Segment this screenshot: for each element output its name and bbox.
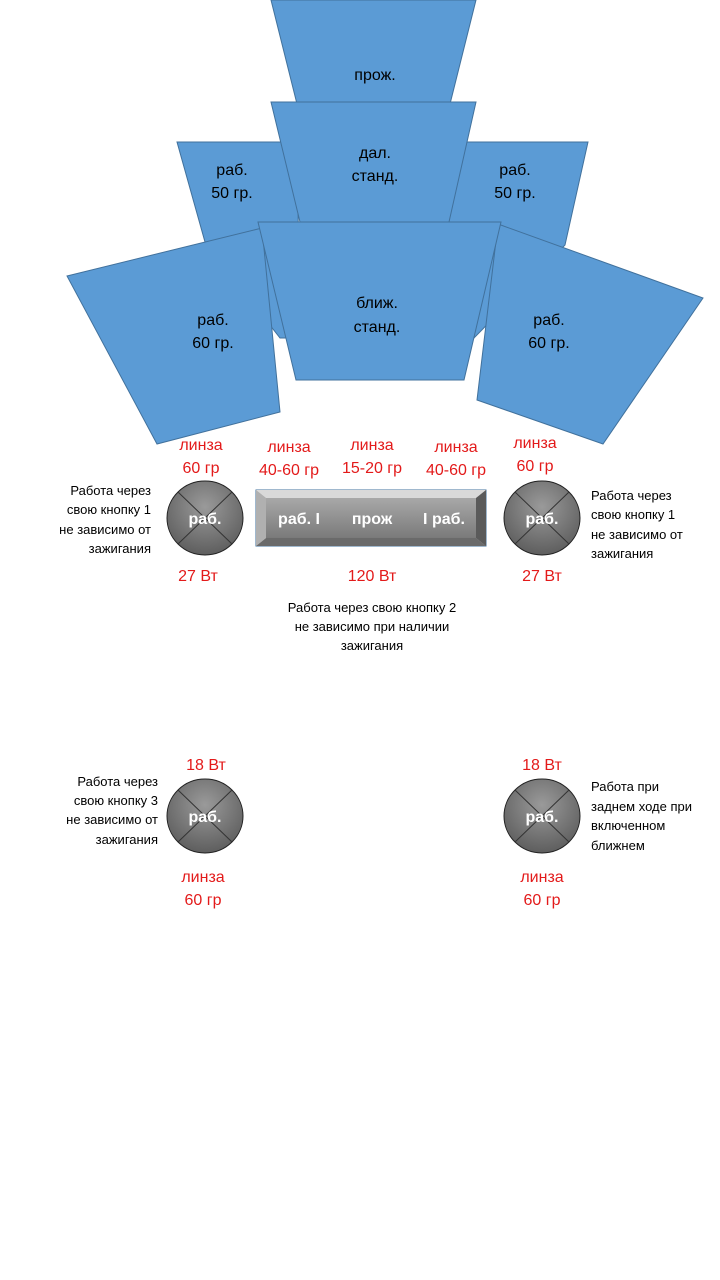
lens-label: линза	[179, 437, 222, 454]
note-line: Работа через	[77, 774, 158, 789]
note-line: не зависимо от	[66, 812, 158, 827]
beam-label: дал.	[359, 145, 391, 162]
note-line: Работа через	[591, 488, 672, 503]
beam-spot-label: прож.	[354, 67, 395, 84]
beam-label: станд.	[354, 319, 401, 336]
lamp-top-right: раб.	[503, 480, 581, 556]
note-line: Работа при	[591, 779, 659, 794]
lamp-label: раб.	[526, 809, 559, 826]
note-right: Работа через свою кнопку 1 не зависимо о…	[591, 488, 683, 561]
note-line: зажигания	[96, 832, 158, 847]
note-line: свою кнопку 3	[74, 793, 158, 808]
lens-label: линза	[513, 435, 556, 452]
light-bar: раб. I прож I раб.	[255, 489, 487, 547]
lamp-bottom-right: раб.	[503, 778, 581, 854]
lens-label: 15-20 гр	[342, 460, 402, 477]
lens-label: линза	[267, 439, 310, 456]
beam-label: раб.	[197, 312, 228, 329]
beam-high: дал. станд.	[270, 101, 477, 223]
lens-label: 40-60 гр	[426, 462, 486, 479]
lens-labels: линза 60 гр линза 40-60 гр линза 15-20 г…	[179, 435, 563, 909]
note-line: не зависимо при наличии	[295, 619, 450, 634]
lamp-label: раб.	[526, 511, 559, 528]
lens-label: линза	[434, 439, 477, 456]
bar-label-left: раб. I	[278, 511, 320, 528]
note-line: включенном	[591, 818, 665, 833]
lens-label: линза	[520, 869, 563, 886]
beam-label: 60 гр.	[528, 335, 569, 352]
lens-label: линза	[350, 437, 393, 454]
note-line: не зависимо от	[591, 527, 683, 542]
beam-work60-left: раб. 60 гр.	[66, 227, 281, 445]
power-label: 120 Вт	[348, 568, 397, 585]
bar-label-center: прож	[352, 511, 393, 528]
note-line: зажигания	[341, 638, 403, 653]
beam-label: раб.	[216, 162, 247, 179]
lens-label: линза	[181, 869, 224, 886]
note-bar: Работа через свою кнопку 2 не зависимо п…	[288, 600, 456, 653]
note-line: зажигания	[591, 546, 653, 561]
power-label: 18 Вт	[522, 757, 562, 774]
power-label: 27 Вт	[178, 568, 218, 585]
beam-spot: прож.	[270, 0, 477, 105]
note-line: свою кнопку 1	[591, 507, 675, 522]
beam-label: 50 гр.	[494, 185, 535, 202]
lamp-label: раб.	[189, 809, 222, 826]
lens-label: 60 гр	[524, 892, 561, 909]
power-label: 27 Вт	[522, 568, 562, 585]
lamp-bottom-left: раб.	[166, 778, 244, 854]
bar-label-right: I раб.	[423, 511, 465, 528]
power-labels: 27 Вт 120 Вт 27 Вт 18 Вт 18 Вт	[178, 568, 562, 774]
note-left: Работа через свою кнопку 1 не зависимо о…	[59, 483, 151, 556]
beam-label: ближ.	[356, 295, 398, 312]
lens-label: 60 гр	[183, 460, 220, 477]
beam-label: раб.	[533, 312, 564, 329]
note-line: Работа через свою кнопку 2	[288, 600, 456, 615]
note-line: ближнем	[591, 838, 645, 853]
power-label: 18 Вт	[186, 757, 226, 774]
beam-label: 50 гр.	[211, 185, 252, 202]
lens-label: 60 гр	[517, 458, 554, 475]
note-line: свою кнопку 1	[67, 502, 151, 517]
beam-label: станд.	[352, 168, 399, 185]
note-bottom-left: Работа через свою кнопку 3 не зависимо о…	[66, 774, 158, 847]
note-line: зажигания	[89, 541, 151, 556]
note-line: не зависимо от	[59, 522, 151, 537]
beam-label: 60 гр.	[192, 335, 233, 352]
beam-work60-right: раб. 60 гр.	[476, 223, 704, 445]
note-bottom-right: Работа при заднем ходе при включенном бл…	[591, 779, 692, 853]
lamp-top-left: раб.	[166, 480, 244, 556]
lens-label: 40-60 гр	[259, 462, 319, 479]
lens-label: 60 гр	[185, 892, 222, 909]
note-line: заднем ходе при	[591, 799, 692, 814]
note-line: Работа через	[70, 483, 151, 498]
beam-low: ближ. станд.	[257, 221, 502, 381]
lamp-label: раб.	[189, 511, 222, 528]
beam-label: раб.	[499, 162, 530, 179]
